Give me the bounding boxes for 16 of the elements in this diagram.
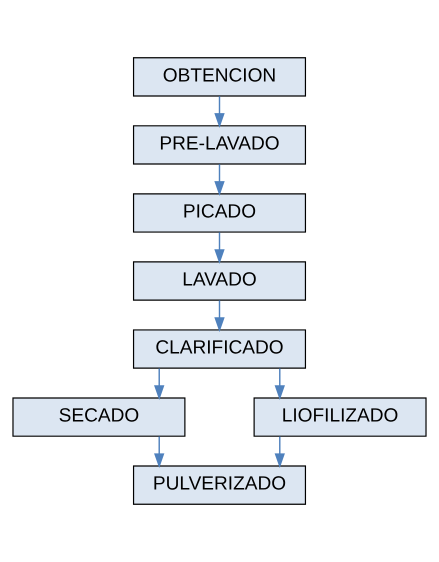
node-box: PICADO — [132, 193, 306, 233]
node-box: SECADO — [12, 397, 186, 437]
arrow — [154, 436, 164, 468]
node-box: OBTENCION — [132, 57, 306, 97]
arrow — [214, 96, 225, 128]
node-box: LIOFILIZADO — [254, 397, 427, 437]
node-box: CLARIFICADO — [132, 329, 306, 369]
arrow — [214, 300, 225, 332]
arrow — [274, 368, 285, 400]
node-box: PRE-LAVADO — [132, 125, 306, 165]
arrow — [154, 368, 164, 400]
arrow — [274, 436, 285, 468]
node-box: LAVADO — [132, 261, 306, 301]
node-box: PULVERIZADO — [132, 465, 306, 505]
arrow — [214, 232, 225, 264]
arrow — [214, 164, 225, 196]
